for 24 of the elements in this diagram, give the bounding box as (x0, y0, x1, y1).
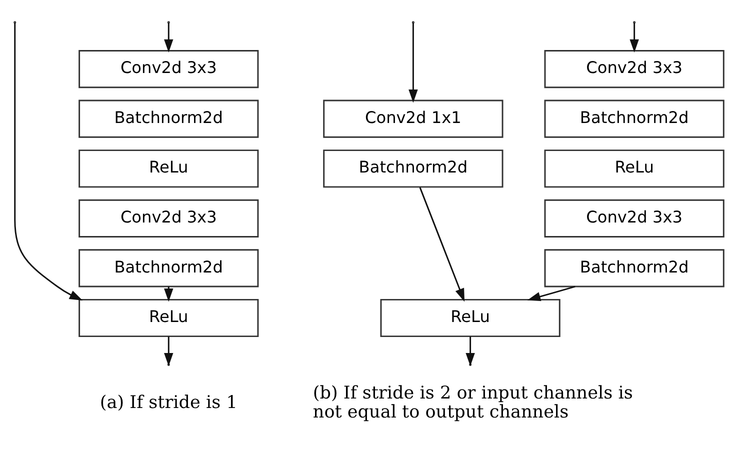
node-box: Batchnorm2d (544, 249, 724, 288)
node-box: Conv2d 3x3 (78, 199, 259, 238)
label: (b) If stride is 2 or input channels is not equal to output channels (312, 383, 633, 422)
node-box: Conv2d 3x3 (544, 199, 724, 238)
node-box: Conv2d 3x3 (78, 50, 259, 88)
arrow (527, 286, 576, 302)
arrow (164, 23, 174, 53)
node-box: Batchnorm2d (544, 100, 724, 138)
label: (a) If stride is 1 (100, 392, 238, 413)
arrow (630, 23, 639, 53)
node-box: Conv2d 1x1 (323, 100, 504, 138)
arrow (164, 336, 174, 366)
node-box: Batchnorm2d (78, 100, 259, 138)
arrow (14, 22, 83, 301)
node-box: ReLu (544, 150, 724, 188)
node-box: Conv2d 3x3 (544, 50, 724, 88)
arrow (408, 22, 418, 103)
node-box: Batchnorm2d (323, 150, 504, 188)
node-box: ReLu (78, 298, 259, 338)
node-box: ReLu (78, 150, 259, 188)
node-box: Batchnorm2d (78, 249, 259, 288)
node-box: ReLu (380, 298, 560, 338)
arrow (466, 336, 475, 366)
arrow (419, 187, 465, 302)
